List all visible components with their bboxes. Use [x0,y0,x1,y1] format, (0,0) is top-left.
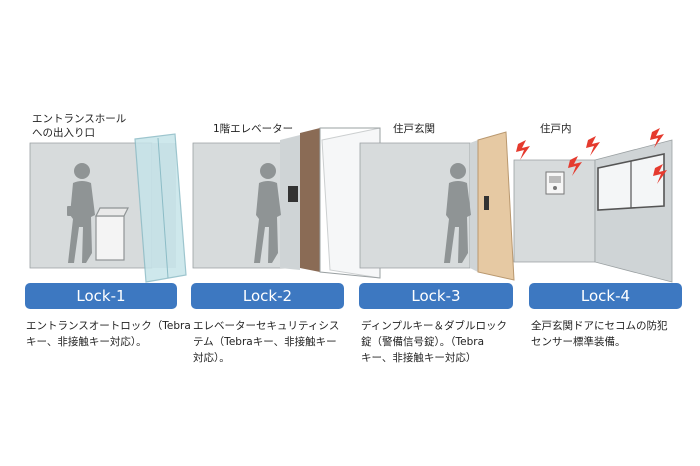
unit-interior-scene [513,128,673,283]
location-label-entrance: エントランスホール への出入り口 [32,113,127,139]
door-lock-icon [484,196,489,210]
alarm-icon [516,128,667,184]
lock-1-badge: Lock-1 [25,283,177,309]
location-label-unit-interior: 住戸内 [540,123,572,135]
lock-1-description: エントランスオートロック（Tebra キー、非接触キー対応）。 [26,320,191,348]
lock-4-badge: Lock-4 [529,283,682,309]
auto-lock-panel-icon [95,207,129,261]
location-label-elevator: 1階エレベーター [213,123,294,135]
person-silhouette-icon [67,163,95,263]
lock-3-badge: Lock-3 [359,283,513,309]
elevator-scene [192,127,381,279]
unit-door-scene [359,131,515,281]
security-monitor-icon [545,171,565,195]
card-reader-icon [288,186,298,202]
lock-4-description: 全戸玄関ドアにセコムの防犯 センサー標準装備。 [531,320,668,348]
lock-2-badge: Lock-2 [191,283,344,309]
location-label-unit-door: 住戸玄関 [393,123,435,135]
lock-2-description: エレベーターセキュリティシス テム（Tebraキー、非接触キー 対応）。 [193,320,340,364]
lock-3-description: ディンプルキー＆ダブルロック 錠（警備信号錠）。（Tebra キー、非接触キー対… [361,320,507,364]
entrance-scene [29,133,187,283]
